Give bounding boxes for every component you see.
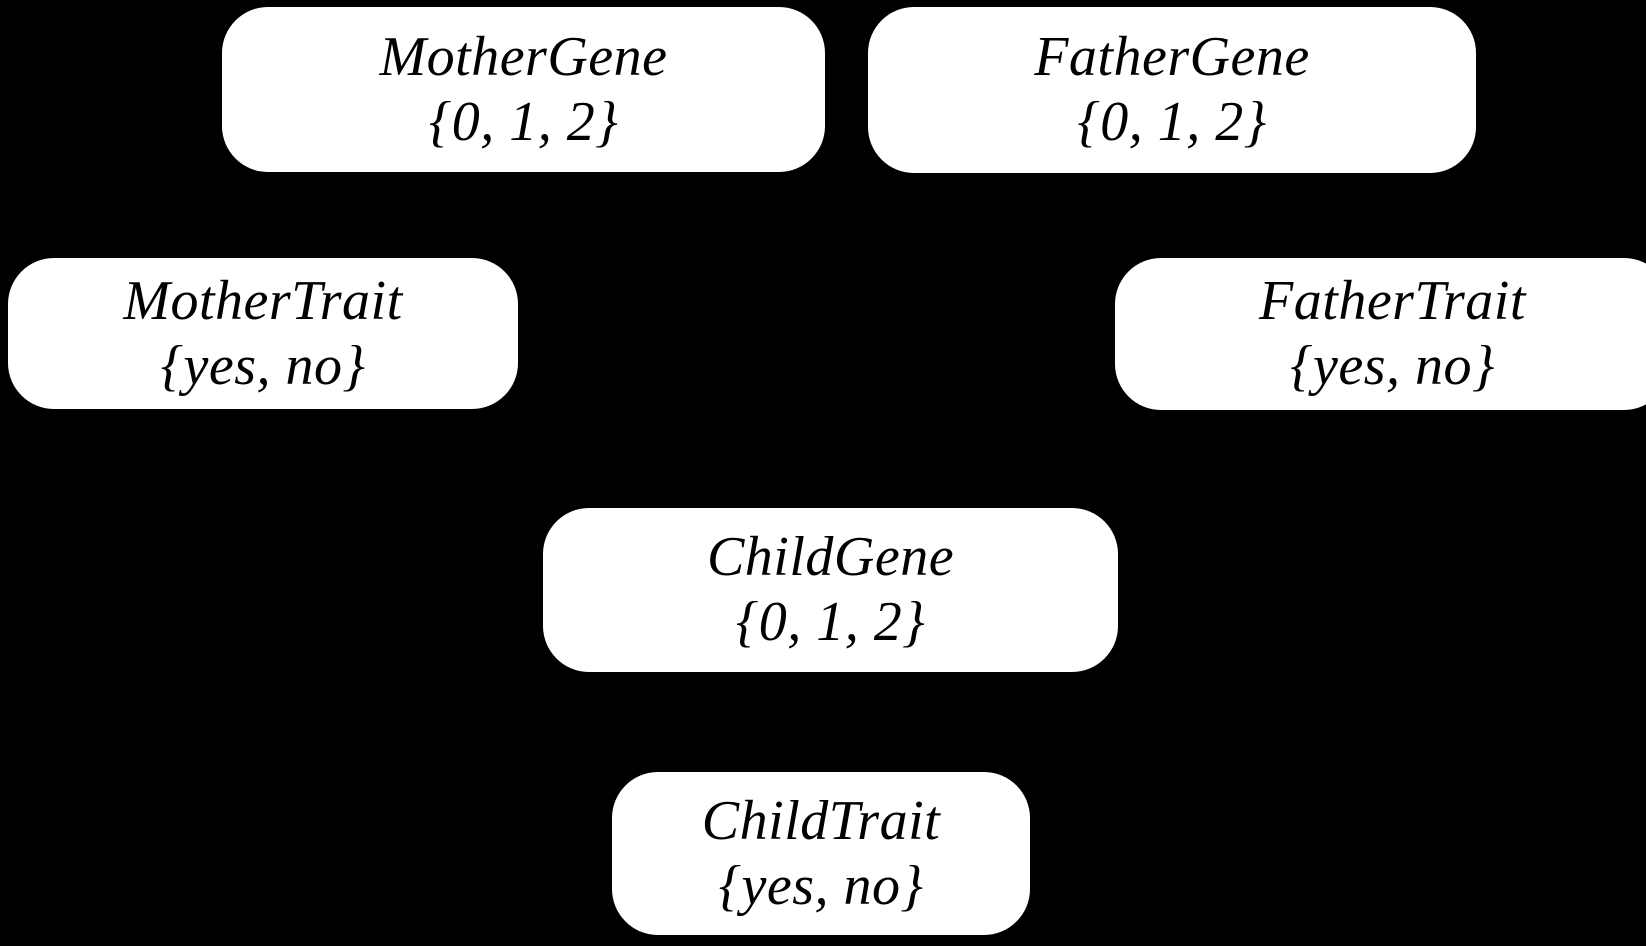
- node-father-trait-label: FatherTrait: [1259, 270, 1526, 333]
- node-child-trait-domain: {yes, no}: [718, 854, 924, 917]
- node-child-gene-label: ChildGene: [706, 526, 955, 589]
- node-mother-gene-domain: {0, 1, 2}: [428, 90, 619, 153]
- node-child-trait-label: ChildTrait: [701, 789, 941, 852]
- node-father-gene[interactable]: FatherGene {0, 1, 2}: [868, 7, 1476, 173]
- node-mother-gene[interactable]: MotherGene {0, 1, 2}: [222, 7, 825, 172]
- node-child-trait[interactable]: ChildTrait {yes, no}: [612, 772, 1030, 935]
- node-child-gene[interactable]: ChildGene {0, 1, 2}: [543, 508, 1118, 672]
- node-father-trait[interactable]: FatherTrait {yes, no}: [1115, 258, 1646, 410]
- node-mother-trait-domain: {yes, no}: [160, 334, 366, 397]
- node-mother-trait[interactable]: MotherTrait {yes, no}: [8, 258, 518, 409]
- node-father-gene-label: FatherGene: [1034, 26, 1310, 89]
- node-mother-trait-label: MotherTrait: [123, 269, 403, 332]
- node-father-trait-domain: {yes, no}: [1290, 335, 1495, 397]
- node-father-gene-domain: {0, 1, 2}: [1077, 91, 1267, 153]
- node-child-gene-domain: {0, 1, 2}: [735, 591, 926, 653]
- node-mother-gene-label: MotherGene: [379, 25, 668, 88]
